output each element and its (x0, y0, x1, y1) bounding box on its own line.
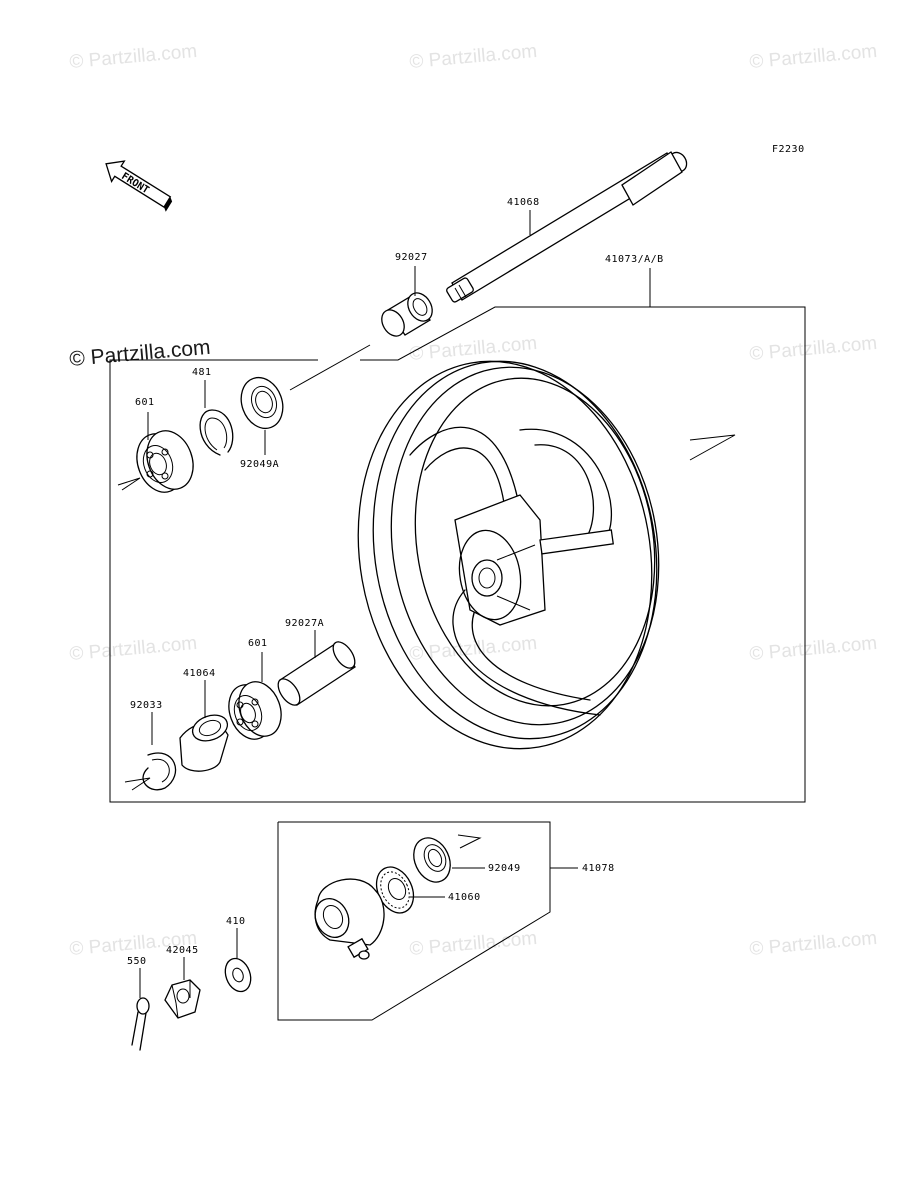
watermark: © Partzilla.com (749, 41, 878, 73)
watermark: © Partzilla.com (749, 633, 878, 665)
watermark: © Partzilla.com (409, 928, 538, 960)
label-92049: 92049 (488, 863, 521, 874)
spacer-92027a (277, 641, 356, 706)
watermark: © Partzilla.com (749, 333, 878, 365)
label-42045: 42045 (166, 945, 199, 956)
circlip-481 (199, 409, 234, 456)
ball-bearing-601-upper (136, 430, 194, 493)
orientation-mark-lower (124, 777, 151, 791)
watermark-main: © Partzilla.com (68, 336, 211, 371)
label-41060: 41060 (448, 892, 481, 903)
front-arrow-icon: FRONT (105, 160, 173, 212)
axle-centerline (289, 344, 371, 391)
label-550: 550 (127, 956, 147, 967)
label-410: 410 (226, 916, 246, 927)
watermark: © Partzilla.com (409, 333, 538, 365)
washer-410 (224, 957, 252, 993)
watermark: © Partzilla.com (409, 633, 538, 665)
drive-gear-41060 (375, 866, 415, 914)
label-601-upper: 601 (135, 397, 155, 408)
label-92033: 92033 (130, 700, 163, 711)
orientation-mark (117, 477, 141, 491)
wheel-assembly-box (109, 306, 806, 803)
collar-41064 (179, 714, 229, 772)
oil-seal-92049a (240, 376, 284, 430)
watermark: © Partzilla.com (69, 41, 198, 73)
label-92049a: 92049A (240, 459, 279, 470)
watermark: © Partzilla.com (69, 633, 198, 665)
orientation-mark-seal (457, 834, 482, 849)
watermark: © Partzilla.com (409, 41, 538, 73)
label-41064: 41064 (183, 668, 216, 679)
label-92027a: 92027A (285, 618, 324, 629)
label-92027: 92027 (395, 252, 428, 263)
label-41078: 41078 (582, 863, 615, 874)
wheel-41073 (357, 360, 736, 750)
label-601-lower: 601 (248, 638, 268, 649)
axle-41068 (446, 151, 688, 303)
label-41068: 41068 (507, 197, 540, 208)
watermark: © Partzilla.com (749, 928, 878, 960)
circlip-92033 (142, 752, 177, 791)
oil-seal-92049 (413, 837, 451, 883)
diagram-code: F2230 (772, 144, 805, 155)
label-481: 481 (192, 367, 212, 378)
cotter-pin-550 (131, 997, 150, 1051)
meter-gear-housing (314, 878, 385, 960)
collar-92027 (381, 292, 433, 337)
label-41073: 41073/A/B (605, 254, 664, 265)
ball-bearing-601-lower (228, 681, 282, 740)
castle-nut-42045 (164, 979, 201, 1019)
gear-housing-box (277, 821, 551, 1021)
